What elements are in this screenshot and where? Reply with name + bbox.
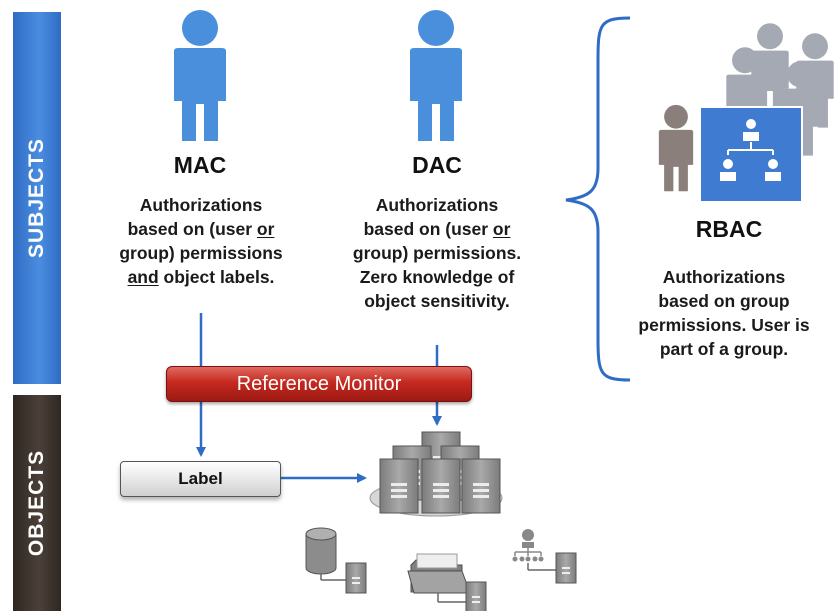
objects-band: OBJECTS — [13, 395, 61, 611]
rbac-group-icon — [658, 23, 834, 203]
reference-monitor-box: Reference Monitor — [166, 366, 472, 402]
rbac-line-1: Authorizations — [662, 267, 786, 287]
dac-line-2: based on (user or — [363, 219, 511, 239]
dac-title: DAC — [412, 152, 462, 178]
dac-line-3: group) permissions. — [352, 243, 522, 263]
mac-and-emphasis: and — [127, 267, 159, 287]
mac-title: MAC — [173, 152, 227, 178]
dac-line-1: Authorizations — [375, 195, 499, 215]
dac-or-emphasis: or — [492, 219, 511, 239]
dac-line-4: Zero knowledge of — [359, 267, 515, 287]
mac-or-emphasis: or — [256, 219, 275, 239]
subjects-band: SUBJECTS — [13, 12, 61, 384]
mac-line-4: and object labels. — [127, 267, 275, 287]
mac-line-1: Authorizations — [139, 195, 263, 215]
rbac-line-3: permissions. User is — [638, 315, 810, 335]
mac-description: Authorizations based on (user or group) … — [100, 193, 302, 289]
server-stack-icon — [369, 431, 503, 517]
mac-line-2: based on (user or — [127, 219, 275, 239]
rbac-title: RBAC — [695, 216, 763, 242]
hierarchy-icon — [512, 529, 577, 584]
rbac-brace — [565, 16, 631, 382]
org-chart-icon — [720, 119, 781, 181]
dac-person-icon — [410, 10, 462, 141]
label-box: Label — [120, 461, 281, 497]
dac-line-5: object sensitivity. — [364, 291, 510, 311]
rbac-line-2: based on group — [658, 291, 790, 311]
rbac-line-4: part of a group. — [659, 339, 789, 359]
rbac-description: Authorizations based on group permission… — [616, 265, 832, 361]
mac-line-3: group) permissions — [119, 243, 283, 263]
database-icon — [305, 527, 367, 594]
mac-person-icon — [174, 10, 226, 141]
dac-description: Authorizations based on (user or group) … — [330, 193, 544, 313]
folder-icon — [407, 553, 487, 611]
